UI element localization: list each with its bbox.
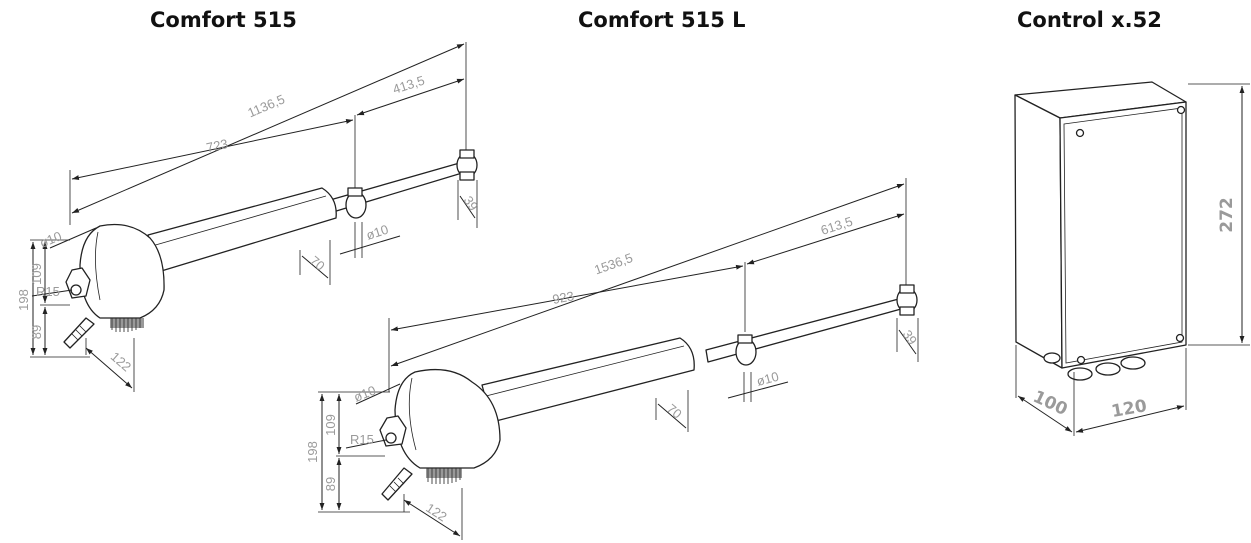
dim-radius-l: R15 <box>350 432 374 447</box>
cooling-fins <box>110 318 144 332</box>
dim-control-height: 272 <box>1217 197 1237 233</box>
dim-pin-rear: ø10 <box>37 228 63 251</box>
dim-line-body <box>71 119 354 180</box>
dim-line-rod <box>356 78 465 116</box>
dim-tube: 70 <box>307 253 328 274</box>
dim-height-l: 198 <box>305 441 320 463</box>
dim-control-depth: 100 <box>1030 387 1071 420</box>
dim-lower-l: 89 <box>323 477 338 491</box>
dim-line-depth <box>85 347 133 389</box>
dim-upper: 109 <box>29 263 44 285</box>
dim-end-l: 39 <box>900 327 921 347</box>
dim-overall-l: 1536,5 <box>592 250 634 277</box>
dim-end: 39 <box>461 193 482 213</box>
dim-lower: 89 <box>29 325 44 339</box>
dim-pin-rear-l: ø10 <box>352 382 378 404</box>
dim-control-width: 120 <box>1110 396 1149 422</box>
dim-tube-l: 70 <box>664 401 685 422</box>
dim-overall: 1136,5 <box>245 91 287 120</box>
dim-height: 198 <box>16 289 31 311</box>
control-box-drawing: 272 100 120 <box>1014 81 1250 436</box>
dim-upper-l: 109 <box>323 414 338 436</box>
dim-line-pin-rear <box>49 227 97 249</box>
comfort-515-drawing: 1136,5 413,5 723 ø10 ø10 R15 109 89 198 … <box>16 42 481 392</box>
dim-depth-l: 122 <box>423 500 449 524</box>
dim-radius: R15 <box>36 284 60 299</box>
dim-line-pin <box>339 235 401 255</box>
dim-pin-l: ø10 <box>755 369 781 389</box>
dim-body: 723 <box>205 136 229 155</box>
dim-pin: ø10 <box>364 222 390 243</box>
title-comfort-515: Comfort 515 <box>150 8 297 32</box>
dim-body-l: 923 <box>551 288 575 307</box>
dim-rod-l: 613,5 <box>819 214 855 238</box>
title-control-x52: Control x.52 <box>1017 8 1162 32</box>
title-comfort-515-l: Comfort 515 L <box>578 8 746 32</box>
comfort-515-l-drawing: 1536,5 613,5 923 ø10 ø10 R15 109 89 198 … <box>305 178 920 540</box>
